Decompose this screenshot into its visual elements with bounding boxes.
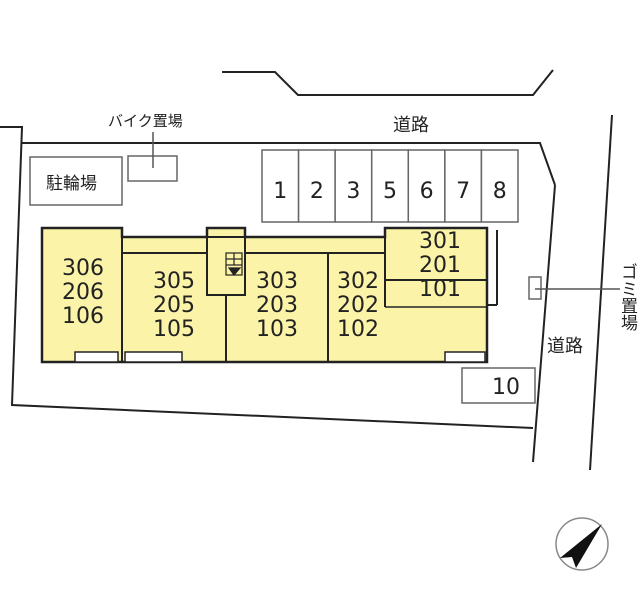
north-arrow-icon — [555, 517, 609, 571]
bike-parking-label: 駐輪場 — [46, 174, 97, 194]
bike-parking-area — [29, 156, 123, 206]
parking-space-label: 3 — [346, 179, 360, 204]
road-top-label: 道路 — [393, 115, 429, 136]
parking-space-label: 2 — [310, 179, 324, 204]
unit-number: 101 — [419, 277, 461, 302]
road-right-inner-edge — [532, 184, 556, 463]
parking-space-label: 5 — [383, 179, 397, 204]
road-top-edge — [222, 69, 554, 96]
balcony — [74, 351, 119, 363]
unit-number: 105 — [153, 317, 195, 342]
parking-space-label: 7 — [456, 179, 470, 204]
lot-boundary-left-bottom — [0, 126, 534, 429]
parking-space — [297, 149, 336, 223]
unit-number: 102 — [337, 317, 379, 342]
parking-space — [480, 149, 519, 223]
unit-number: 301 — [419, 229, 461, 254]
unit-number: 305 — [153, 269, 195, 294]
road-right-label: 道路 — [547, 336, 583, 357]
unit-number: 206 — [62, 280, 104, 305]
garbage-area-label: ゴミ置場 — [617, 263, 638, 332]
parking-space-label: 6 — [420, 179, 434, 204]
parking-space-10 — [461, 367, 536, 404]
unit-number: 201 — [419, 253, 461, 278]
lot-boundary-top — [22, 142, 556, 186]
parking-space — [261, 149, 300, 223]
road-right-outer-edge — [589, 114, 613, 471]
parking-space — [370, 149, 410, 223]
parking-space-label: 8 — [493, 179, 507, 204]
garbage-area — [528, 276, 542, 300]
unit-number: 205 — [153, 293, 195, 318]
unit-number: 306 — [62, 256, 104, 281]
balcony — [124, 351, 183, 363]
unit-number: 103 — [256, 317, 298, 342]
unit-number: 202 — [337, 293, 379, 318]
unit-number: 106 — [62, 304, 104, 329]
parking-space-label: 1 — [273, 179, 287, 204]
parking-space-10-label: 10 — [492, 375, 520, 400]
motorbike-parking-label: バイク置場 — [108, 112, 183, 130]
unit-number: 302 — [337, 269, 379, 294]
stairs-icon — [225, 252, 243, 276]
balcony — [444, 351, 486, 363]
unit-number: 303 — [256, 269, 298, 294]
unit-number: 203 — [256, 293, 298, 318]
